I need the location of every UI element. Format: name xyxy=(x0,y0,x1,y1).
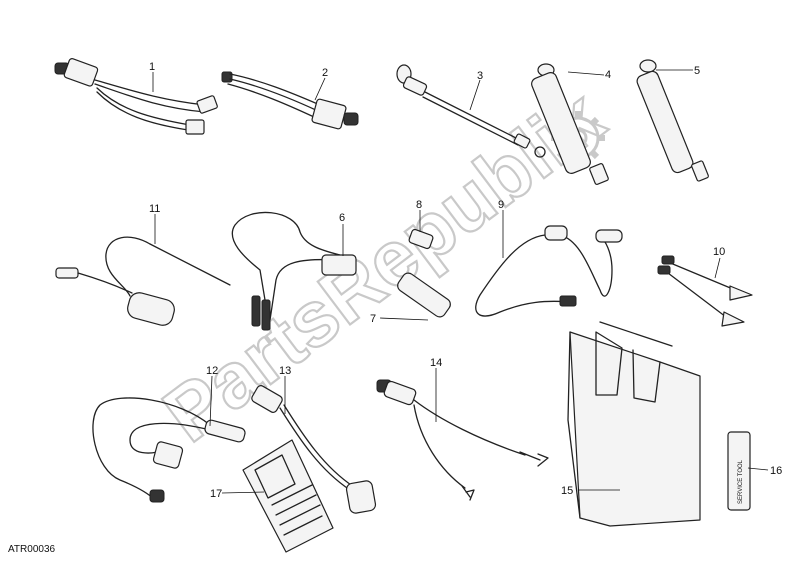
callout-labels: 1 2 3 4 5 6 7 8 9 10 11 12 13 14 15 16 1… xyxy=(149,61,782,500)
part-7-adapter xyxy=(397,272,451,318)
part-12-harness xyxy=(92,397,246,503)
part-17-tester xyxy=(242,439,334,553)
callout-7: 7 xyxy=(370,313,376,325)
callout-10: 10 xyxy=(713,246,725,258)
part-15-case xyxy=(567,321,701,527)
callout-13: 13 xyxy=(279,365,291,377)
watermark-text: PartsRepublik xyxy=(147,72,619,458)
part-8-adapter xyxy=(408,228,434,250)
callout-5: 5 xyxy=(694,65,700,77)
callout-2: 2 xyxy=(322,67,328,79)
part-14-cable xyxy=(376,379,549,501)
callout-17: 17 xyxy=(210,488,222,500)
part-3-probe xyxy=(396,64,546,158)
part-10-clips xyxy=(657,255,753,327)
callout-3: 3 xyxy=(477,70,483,82)
callout-14: 14 xyxy=(430,357,442,369)
callout-15: 15 xyxy=(561,485,573,497)
part-11-thermocouple xyxy=(55,236,231,326)
part-13-cable xyxy=(251,385,377,514)
diagram-code: ATR00036 xyxy=(8,544,56,555)
leader-lines xyxy=(152,69,769,494)
part-16-tag: SERVICE TOOL xyxy=(727,431,751,511)
tag-label: SERVICE TOOL xyxy=(738,459,744,504)
callout-8: 8 xyxy=(416,199,422,211)
part-5-probe xyxy=(636,59,709,182)
callout-16: 16 xyxy=(770,465,782,477)
callout-12: 12 xyxy=(206,365,218,377)
callout-9: 9 xyxy=(498,199,504,211)
callout-1: 1 xyxy=(149,61,155,73)
part-1-cable xyxy=(54,58,218,135)
callout-6: 6 xyxy=(339,212,345,224)
part-4-probe xyxy=(531,63,609,185)
callout-4: 4 xyxy=(605,69,611,81)
part-9-cable xyxy=(475,225,623,317)
callout-11: 11 xyxy=(149,203,160,215)
part-6-test-leads xyxy=(231,211,357,331)
watermark: PartsRepublik xyxy=(146,71,621,459)
part-2-cable xyxy=(221,71,359,130)
